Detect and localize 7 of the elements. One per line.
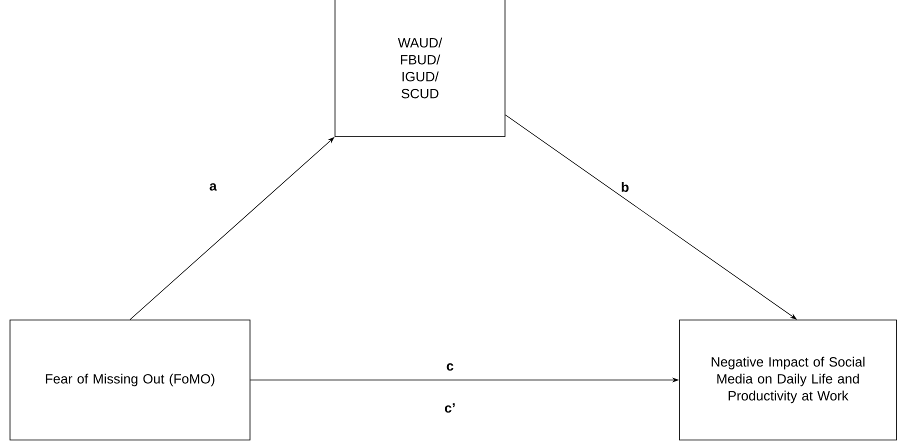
variable-box: WAUD/ FBUD/ IGUD/ SCUD	[334, 0, 506, 137]
path-label: c’	[444, 403, 455, 413]
variable-box: Fear of Missing Out (FoMO)	[10, 320, 250, 440]
variable-box: Negative Impact of Social Media on Daily Life and Productivity at Work	[679, 320, 897, 440]
path-label: c	[446, 363, 454, 371]
path-label: b	[622, 182, 629, 192]
path-label: a	[210, 183, 217, 191]
